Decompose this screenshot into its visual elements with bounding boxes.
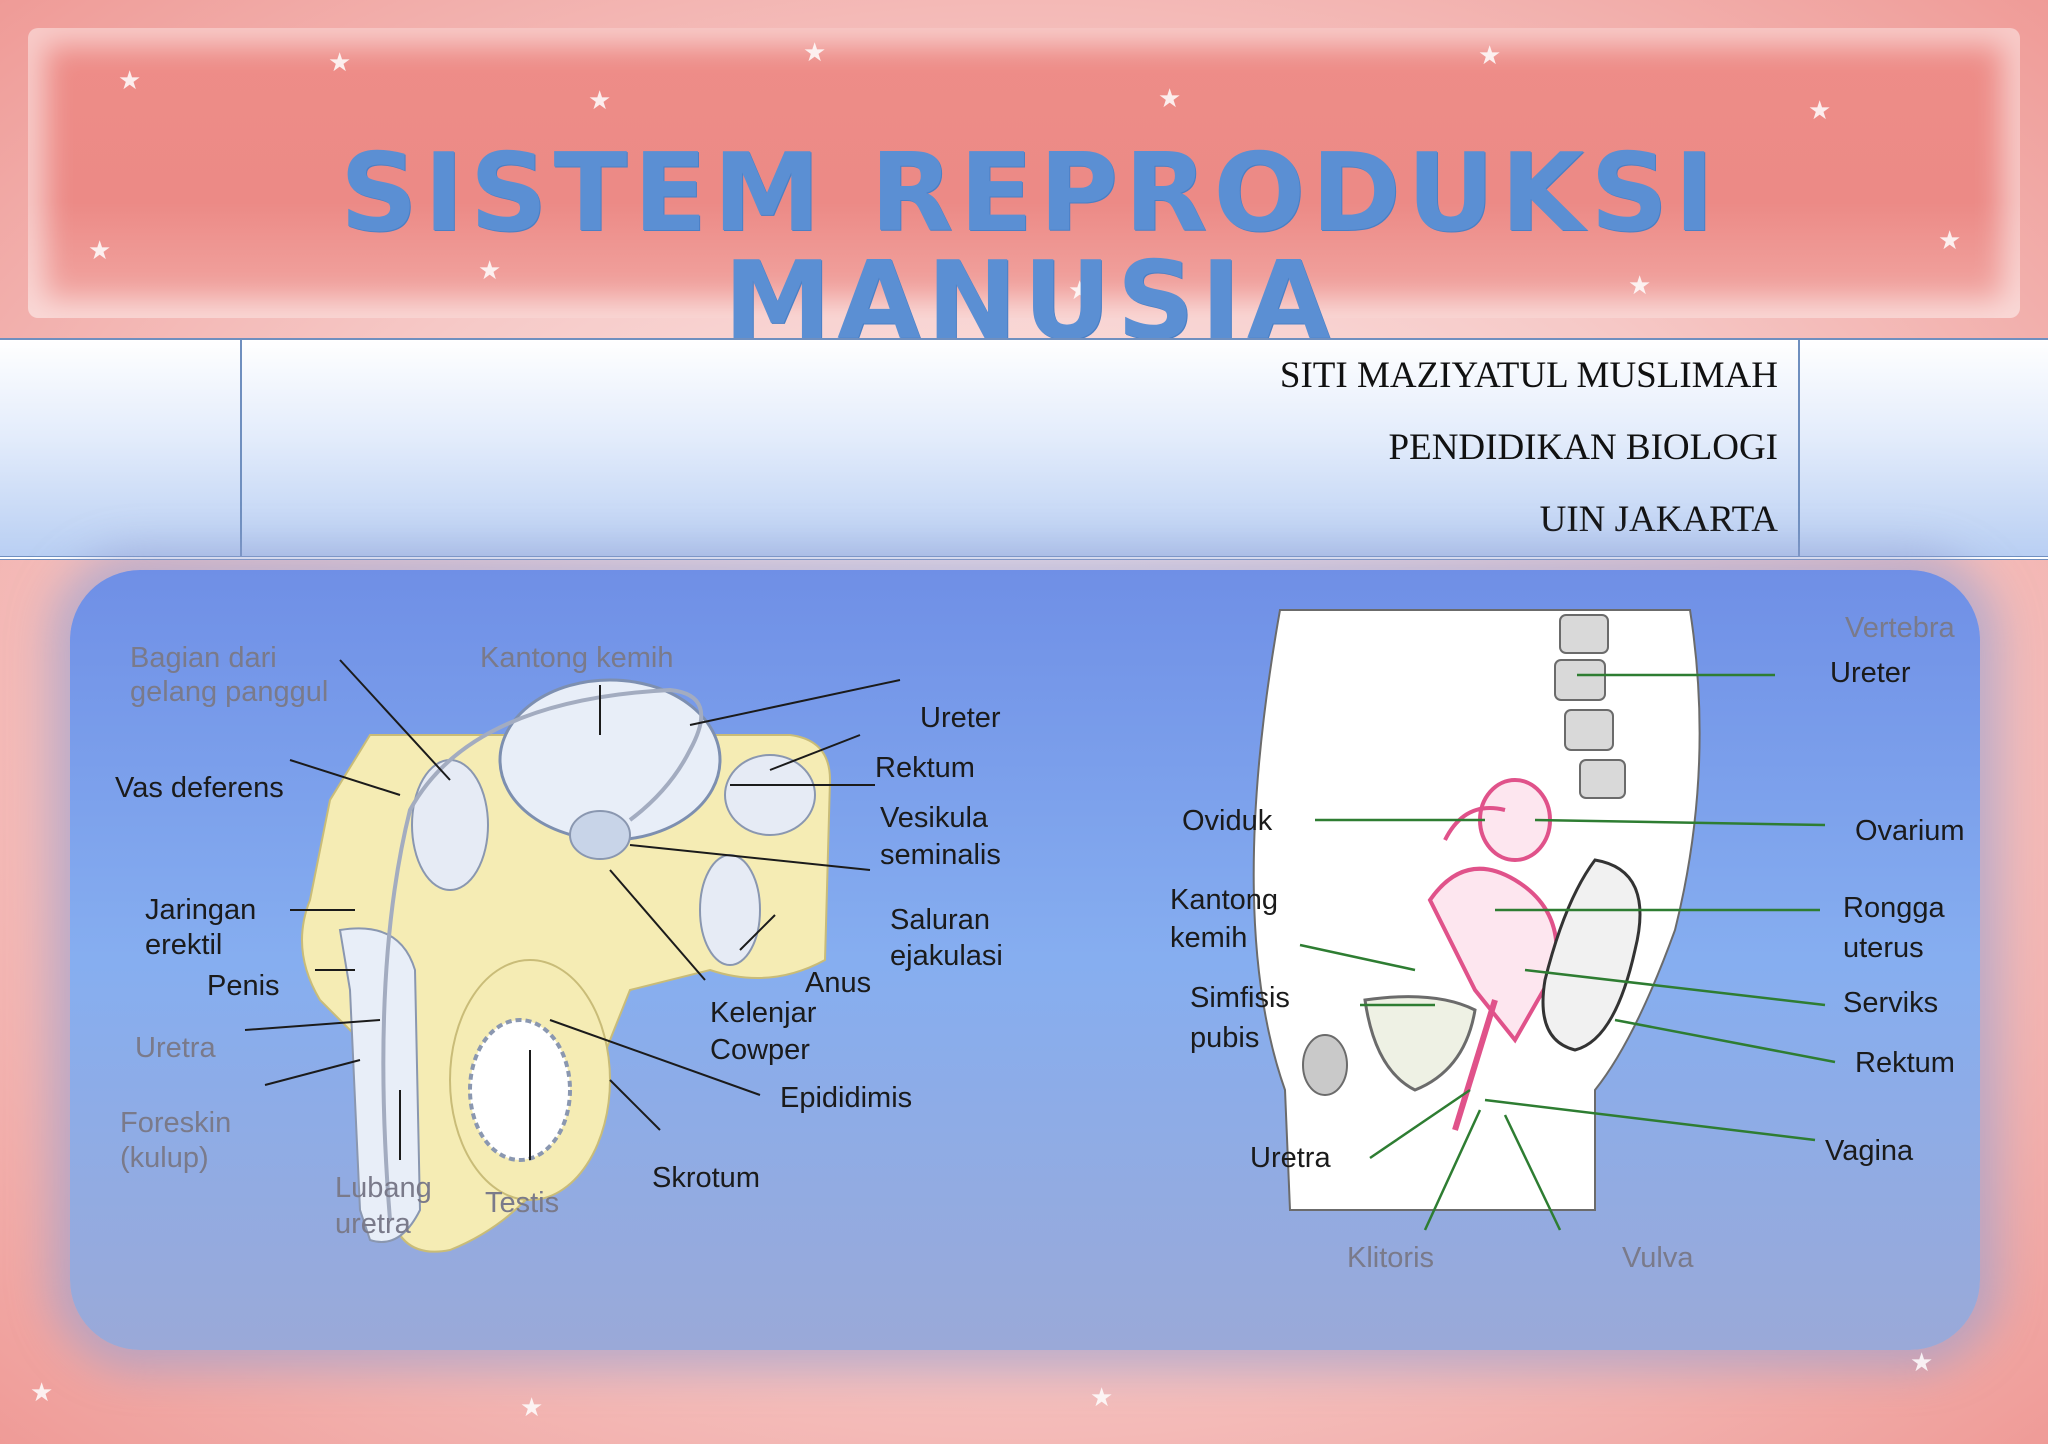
label-bladder-line1: Kantong <box>1170 884 1279 916</box>
bladder-shape <box>1363 995 1477 1092</box>
star-decoration: ★ <box>1478 41 1502 71</box>
label-symphysis-line1: Simfisis <box>1190 982 1290 1014</box>
diagram-panel: Bagian dari gelang panggul Kantong kemih… <box>70 570 1980 1350</box>
label-cowper-line1: Kelenjar <box>710 997 817 1029</box>
vas-deferens-path <box>381 687 704 1221</box>
label-urethral-opening-line2: uretra <box>335 1208 411 1240</box>
label-seminal-line1: Vesikula <box>880 802 989 834</box>
label-ejaculatory-line2: ejakulasi <box>890 940 1003 972</box>
female-reproductive-diagram: Vertebra Ureter Oviduk Ovarium Kantong k… <box>1035 570 1980 1350</box>
page-title: SISTEM REPRODUKSI MANUSIA <box>339 131 1721 364</box>
star-decoration: ★ <box>328 48 352 78</box>
star-decoration: ★ <box>1158 84 1182 114</box>
label-scrotum: Skrotum <box>652 1162 760 1194</box>
label-vertebra: Vertebra <box>1845 612 1955 644</box>
pubic-bone-shape <box>1302 1034 1348 1096</box>
star-decoration: ★ <box>1808 96 1832 126</box>
label-foreskin-line2: (kulup) <box>120 1142 209 1174</box>
label-erectile-line1: Jaringan <box>145 894 257 926</box>
star-decoration: ★ <box>520 1393 544 1423</box>
rectum-shape <box>724 754 816 836</box>
label-urethra: Uretra <box>1250 1142 1331 1174</box>
author-info-band: SITI MAZIYATUL MUSLIMAH PENDIDIKAN BIOLO… <box>0 338 2048 560</box>
label-urethral-opening-line1: Lubang <box>335 1172 432 1204</box>
label-vagina: Vagina <box>1825 1135 1914 1167</box>
label-vulva: Vulva <box>1622 1242 1694 1274</box>
label-rectum: Rektum <box>1855 1047 1955 1079</box>
star-decoration: ★ <box>88 236 112 266</box>
male-anatomy-illustration <box>244 659 901 1253</box>
star-decoration: ★ <box>118 66 142 96</box>
vagina-shape <box>1452 999 1498 1131</box>
rectum-shape <box>1541 858 1642 1052</box>
oviduct-shape <box>1443 806 1506 841</box>
label-vas-deferens: Vas deferens <box>115 772 284 804</box>
label-bladder: Kantong kemih <box>480 642 674 674</box>
label-foreskin-line1: Foreskin <box>120 1107 232 1139</box>
star-decoration: ★ <box>1910 1348 1934 1378</box>
star-decoration: ★ <box>1090 1383 1114 1413</box>
star-decoration: ★ <box>30 1378 54 1408</box>
label-rectum: Rektum <box>875 752 975 784</box>
label-uterus-line2: uterus <box>1843 932 1924 964</box>
star-decoration: ★ <box>1938 226 1962 256</box>
star-decoration: ★ <box>478 256 502 286</box>
testis-shape <box>468 1018 572 1162</box>
label-ureter: Ureter <box>1830 657 1911 689</box>
label-bladder-line2: kemih <box>1170 922 1248 954</box>
label-erectile-line2: erektil <box>145 929 223 961</box>
label-ureter: Ureter <box>920 702 1001 734</box>
label-testis: Testis <box>485 1187 560 1219</box>
author-institution: UIN JAKARTA <box>1539 499 1778 540</box>
label-seminal-line2: seminalis <box>880 839 1001 871</box>
penis-shape <box>338 927 422 1243</box>
label-symphysis-line2: pubis <box>1190 1022 1260 1054</box>
label-cowper-line2: Cowper <box>710 1034 810 1066</box>
divider <box>240 340 242 556</box>
male-leader-lines <box>244 659 901 1160</box>
label-pelvis-line2: gelang panggul <box>130 676 329 708</box>
prostate-shape <box>569 810 631 860</box>
label-anus: Anus <box>805 967 872 999</box>
label-ejaculatory-line1: Saluran <box>890 904 990 936</box>
star-decoration: ★ <box>1628 271 1652 301</box>
star-decoration: ★ <box>1068 276 1092 306</box>
title-banner: ★ ★ ★ ★ ★ ★ ★ ★ ★ ★ ★ ★ <box>28 28 2020 318</box>
vertebrae-shape <box>1554 614 1626 799</box>
label-ovary: Ovarium <box>1855 815 1965 847</box>
divider <box>1798 340 1800 556</box>
label-cervix: Serviks <box>1843 987 1939 1019</box>
author-name: SITI MAZIYATUL MUSLIMAH <box>1279 355 1778 396</box>
author-program: PENDIDIKAN BIOLOGI <box>1388 427 1778 468</box>
label-uterus-line1: Rongga <box>1843 892 1945 924</box>
star-decoration: ★ <box>588 86 612 116</box>
label-urethra: Uretra <box>135 1032 216 1064</box>
label-epididymis: Epididimis <box>780 1082 913 1114</box>
female-leader-lines <box>1299 673 1836 1231</box>
anus-shape <box>699 854 761 966</box>
female-anatomy-illustration <box>1252 609 1836 1231</box>
star-decoration: ★ <box>803 38 827 68</box>
label-pelvis-line1: Bagian dari <box>130 642 277 674</box>
male-reproductive-diagram: Bagian dari gelang panggul Kantong kemih… <box>70 570 1030 1350</box>
label-oviduct: Oviduk <box>1182 805 1273 837</box>
label-penis: Penis <box>207 970 280 1002</box>
label-clitoris: Klitoris <box>1347 1242 1435 1274</box>
